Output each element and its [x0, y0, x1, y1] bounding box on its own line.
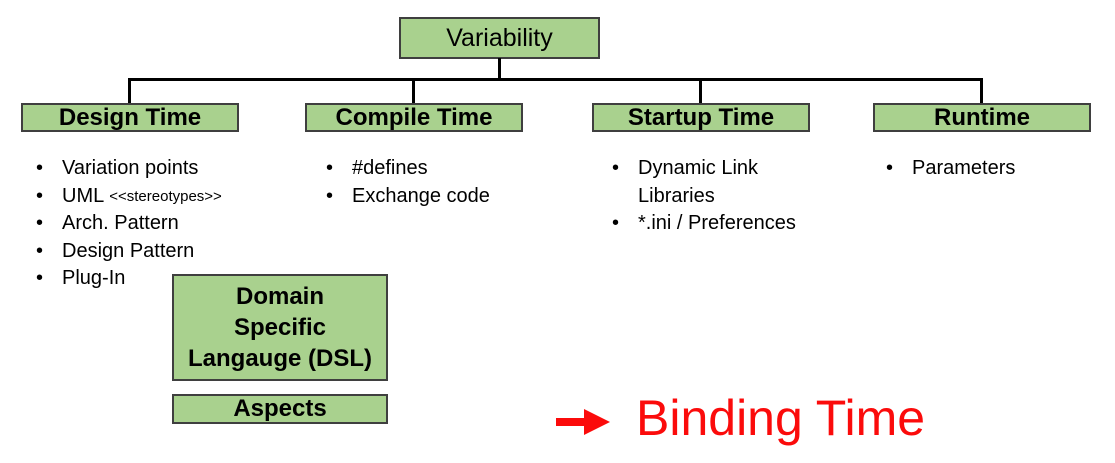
bullet-icon: • — [36, 184, 44, 207]
connector-root-stub — [498, 58, 501, 80]
list-item: • Plug-In — [36, 265, 306, 293]
root-box-label: Variability — [446, 23, 553, 52]
list-item-text: *.ini / Preferences — [638, 212, 796, 234]
branch-box-startup-time: Startup Time — [592, 103, 810, 132]
stereotypes-note: <<stereotypes>> — [109, 187, 222, 205]
bullet-icon: • — [612, 212, 620, 234]
aspects-box: Aspects — [172, 394, 388, 424]
list-item-text: #defines — [352, 157, 428, 179]
startup-time-list: • Dynamic Link Libraries • *.ini / Prefe… — [612, 155, 862, 238]
bullet-icon: • — [36, 157, 44, 179]
dsl-box-label: Domain Specific Langauge (DSL) — [188, 283, 372, 372]
branch-box-runtime: Runtime — [873, 103, 1091, 132]
list-item-text: Design Pattern — [62, 239, 195, 262]
list-item-text: UML — [62, 184, 105, 207]
list-item: • Variation points — [36, 155, 306, 183]
branch-label: Startup Time — [627, 103, 775, 131]
aspects-box-label: Aspects — [233, 395, 327, 422]
connector-drop-design-time — [128, 80, 131, 103]
design-time-list: • Variation points • UML <<stereotypes>>… — [36, 155, 306, 293]
bullet-icon: • — [326, 157, 334, 179]
binding-time-label: Binding Time — [636, 390, 926, 446]
dsl-box: Domain Specific Langauge (DSL) — [172, 274, 388, 381]
bullet-icon: • — [36, 212, 44, 234]
root-box-variability: Variability — [399, 17, 600, 59]
connector-horizontal-bar — [128, 78, 983, 81]
list-item-text: Dynamic Link Libraries — [638, 157, 759, 207]
list-item: • Parameters — [886, 155, 1096, 183]
list-item: • *.ini / Preferences — [612, 210, 862, 238]
connector-drop-startup-time — [699, 80, 702, 103]
list-item: • #defines — [326, 155, 566, 183]
bullet-icon: • — [36, 267, 44, 289]
connector-drop-compile-time — [412, 80, 415, 103]
list-item-text: Arch. Pattern — [62, 212, 179, 234]
list-item: • Dynamic Link Libraries — [612, 155, 862, 210]
bullet-icon: • — [36, 239, 44, 262]
compile-time-list: • #defines • Exchange code — [326, 155, 566, 210]
right-arrow-icon — [556, 409, 610, 435]
binding-time-annotation: Binding Time — [556, 390, 925, 446]
connector-drop-runtime — [980, 80, 983, 103]
list-item: • Exchange code — [326, 183, 566, 211]
list-item-text: Parameters — [912, 157, 1016, 179]
runtime-list: • Parameters — [886, 155, 1096, 183]
branch-label: Runtime — [934, 103, 1030, 131]
list-item: • Arch. Pattern — [36, 210, 306, 238]
list-item: • Design Pattern — [36, 238, 306, 266]
bullet-icon: • — [612, 157, 620, 179]
list-item: • UML <<stereotypes>> — [36, 183, 306, 211]
branch-box-design-time: Design Time — [21, 103, 239, 132]
list-item-text: Plug-In — [62, 267, 126, 289]
branch-box-compile-time: Compile Time — [305, 103, 523, 132]
branch-label: Design Time — [58, 103, 202, 131]
branch-label: Compile Time — [335, 103, 493, 131]
list-item-text: Variation points — [62, 157, 199, 179]
list-item-text: Exchange code — [352, 184, 490, 207]
bullet-icon: • — [886, 157, 894, 179]
bullet-icon: • — [326, 184, 334, 207]
